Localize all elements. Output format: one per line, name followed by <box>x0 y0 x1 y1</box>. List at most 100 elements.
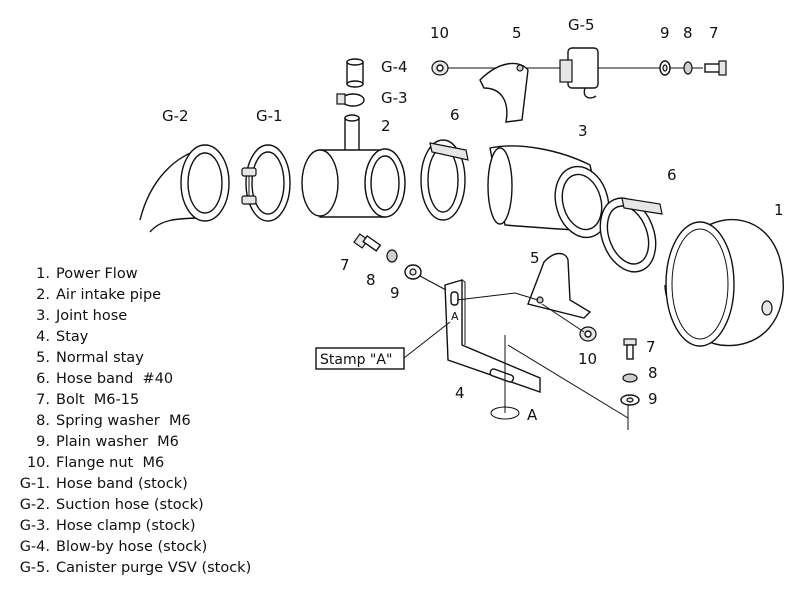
plain-washer-9-mid <box>404 264 422 280</box>
legend-key: 9. <box>36 434 50 450</box>
normal-stay-lower-part <box>527 252 592 319</box>
legend-key: 8. <box>36 413 50 429</box>
legend-item: G-4. Blow-by hose (stock) <box>0 537 300 558</box>
callout-10-top: 10 <box>430 24 449 42</box>
assembly-lines-lower <box>403 275 629 430</box>
legend-text: Spring washer M6 <box>56 413 191 429</box>
callout-9-mid: 9 <box>390 284 400 302</box>
legend-key: 2. <box>36 287 50 303</box>
legend-item: G-1. Hose band (stock) <box>0 474 300 495</box>
callout-7-lower: 7 <box>646 338 656 356</box>
callout-5-top: 5 <box>512 24 522 42</box>
legend-item: 1. Power Flow <box>0 264 300 285</box>
legend-text: Flange nut M6 <box>56 455 165 471</box>
parts-legend: 1. Power Flow 2. Air intake pipe 3. Joint hos… <box>0 264 300 579</box>
legend-text: Hose clamp (stock) <box>56 518 196 534</box>
legend-text: Stay <box>56 329 89 345</box>
callout-g3: G-3 <box>381 89 408 107</box>
legend-key: G-4. <box>19 539 50 555</box>
callout-9-top: 9 <box>660 24 670 42</box>
legend-text: Blow-by hose (stock) <box>56 539 208 555</box>
legend-text: Hose band (stock) <box>56 476 188 492</box>
legend-item: 2. Air intake pipe <box>0 285 300 306</box>
hose-clamp-part <box>336 93 365 107</box>
legend-key: G-5. <box>19 560 50 576</box>
legend-key: 5. <box>36 350 50 366</box>
legend-text: Bolt M6-15 <box>56 392 140 408</box>
callout-7-mid: 7 <box>340 256 350 274</box>
legend-key: G-1. <box>19 476 50 492</box>
hose-band-6-left <box>420 139 469 221</box>
legend-item: 3. Joint hose <box>0 306 300 327</box>
legend-item: 8. Spring washer M6 <box>0 411 300 432</box>
callout-6-right: 6 <box>667 166 677 184</box>
callout-8-top: 8 <box>683 24 693 42</box>
legend-item: 7. Bolt M6-15 <box>0 390 300 411</box>
spring-washer-8-lower <box>622 373 638 383</box>
canister-purge-vsv-part <box>559 47 599 99</box>
bolt-7-lower <box>623 338 637 360</box>
plain-washer-9-lower <box>620 394 640 406</box>
legend-key: 3. <box>36 308 50 324</box>
bolt-7-mid <box>353 233 382 252</box>
callout-g5: G-5 <box>568 16 595 34</box>
legend-text: Canister purge VSV (stock) <box>56 560 252 576</box>
legend-item: 6. Hose band #40 <box>0 369 300 390</box>
legend-key: G-2. <box>19 497 50 513</box>
callout-g2: G-2 <box>162 107 189 125</box>
legend-text: Power Flow <box>56 266 138 282</box>
legend-text: Hose band #40 <box>56 371 174 387</box>
plate-a-mark: A <box>451 310 459 323</box>
legend-item: 4. Stay <box>0 327 300 348</box>
air-intake-pipe-part <box>301 114 406 218</box>
callout-6-left: 6 <box>450 106 460 124</box>
normal-stay-top-part <box>479 62 529 123</box>
legend-item: 5. Normal stay <box>0 348 300 369</box>
callout-a: A <box>527 406 538 424</box>
callout-3: 3 <box>578 122 588 140</box>
stay-bracket-part <box>444 279 541 393</box>
legend-text: Plain washer M6 <box>56 434 179 450</box>
legend-item: 10. Flange nut M6 <box>0 453 300 474</box>
legend-text: Air intake pipe <box>56 287 162 303</box>
flange-nut-10-top <box>431 60 449 76</box>
callout-10-lower: 10 <box>578 350 597 368</box>
callout-g1: G-1 <box>256 107 283 125</box>
flange-nut-10-lower <box>579 326 597 342</box>
callout-1: 1 <box>774 201 784 219</box>
spring-washer-8-top <box>683 61 693 75</box>
hose-band-stock-part <box>241 144 291 222</box>
stamp-label: Stamp "A" <box>320 352 392 368</box>
callout-8-mid: 8 <box>366 271 376 289</box>
callout-2: 2 <box>381 117 391 135</box>
legend-item: G-5. Canister purge VSV (stock) <box>0 558 300 579</box>
suction-hose-part <box>139 144 230 233</box>
bolt-7-top <box>704 60 727 76</box>
power-flow-filter-part <box>664 218 784 347</box>
blow-by-hose-part <box>346 58 364 88</box>
callout-5-lower: 5 <box>530 249 540 267</box>
legend-item: 9. Plain washer M6 <box>0 432 300 453</box>
legend-key: 6. <box>36 371 50 387</box>
legend-key: 7. <box>36 392 50 408</box>
joint-hose-part <box>487 145 610 239</box>
legend-key: G-3. <box>19 518 50 534</box>
spring-washer-8-mid <box>386 249 398 263</box>
legend-item: G-2. Suction hose (stock) <box>0 495 300 516</box>
callout-7-top: 7 <box>709 24 719 42</box>
stamp-label-box <box>315 347 405 370</box>
legend-key: 10. <box>26 455 50 471</box>
legend-text: Suction hose (stock) <box>56 497 204 513</box>
legend-item: G-3. Hose clamp (stock) <box>0 516 300 537</box>
callout-9-lower: 9 <box>648 390 658 408</box>
legend-text: Normal stay <box>56 350 144 366</box>
plain-washer-9-top <box>659 60 671 76</box>
legend-key: 4. <box>36 329 50 345</box>
legend-key: 1. <box>36 266 50 282</box>
legend-text: Joint hose <box>56 308 128 324</box>
callout-4: 4 <box>455 384 465 402</box>
callout-g4: G-4 <box>381 58 408 76</box>
callout-8-lower: 8 <box>648 364 658 382</box>
hose-band-6-right <box>599 197 663 273</box>
